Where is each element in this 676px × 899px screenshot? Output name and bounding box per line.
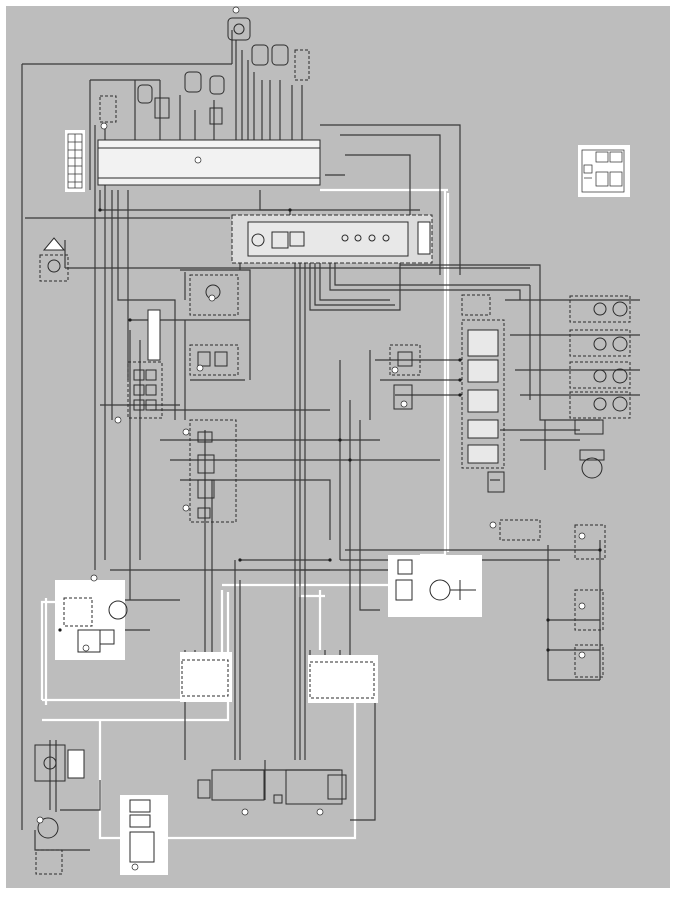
junction-dots [58,208,602,652]
lower-fuse-panel [120,795,168,875]
top-connectors [99,17,310,125]
starter-panel [55,580,125,660]
components [34,17,631,875]
generator [34,744,66,782]
fuse-block [127,361,163,419]
relay-box-a [189,274,239,316]
highlight-wires [40,188,450,840]
switch-stack [189,419,237,523]
relay-box-b [189,344,239,376]
bottom-controller-b [285,769,343,805]
bottom-controller-a [211,769,265,801]
legend-panel [578,145,630,197]
starter-motor [108,600,128,620]
ignition-panel [388,555,482,617]
mid-connector-panel-b [308,655,378,703]
horn-symbol [42,237,66,251]
ecu-ladder [461,319,505,469]
starter-relay [389,344,421,376]
callout-markers [36,6,586,871]
pin-table [67,133,83,189]
legend [581,149,625,193]
indicator-lamps [569,295,631,419]
